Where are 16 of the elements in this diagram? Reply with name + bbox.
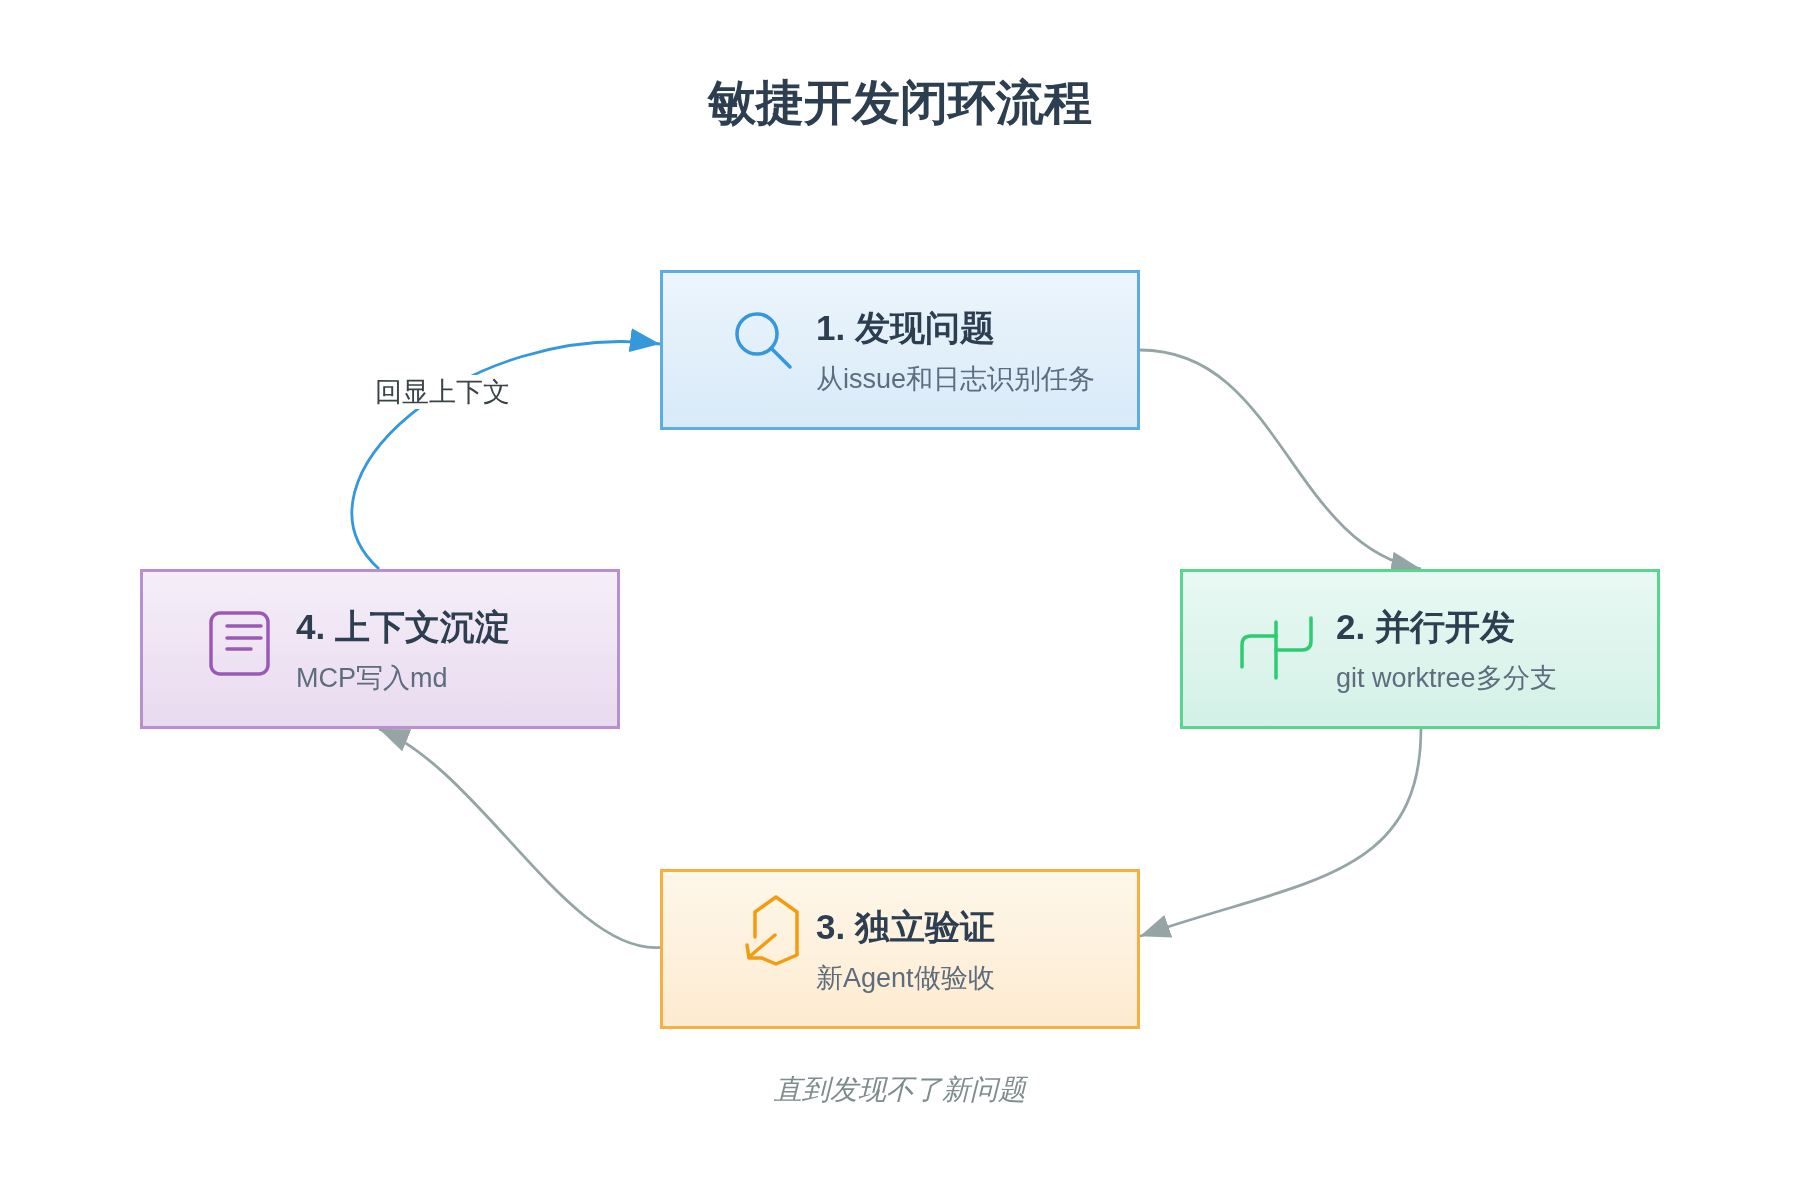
step-title: 1. 发现问题 xyxy=(816,308,995,348)
step-title: 4. 上下文沉淀 xyxy=(296,607,510,647)
title: 敏捷开发闭环流程 xyxy=(708,75,1092,131)
process-box xyxy=(1180,569,1660,729)
caption: 直到发现不了新问题 xyxy=(774,1073,1026,1107)
step-description: git worktree多分支 xyxy=(1336,662,1557,694)
process-box xyxy=(140,569,620,729)
process-box xyxy=(660,270,1140,430)
step-title: 2. 并行开发 xyxy=(1336,607,1515,647)
step-description: 从issue和日志识别任务 xyxy=(816,363,1096,395)
arrow xyxy=(378,727,661,949)
step-title: 3. 独立验证 xyxy=(816,907,995,947)
step-description: MCP写入md xyxy=(296,662,448,694)
process-box xyxy=(660,869,1140,1029)
step-description: 新Agent做验收 xyxy=(816,962,995,994)
arrow xyxy=(1139,728,1423,939)
